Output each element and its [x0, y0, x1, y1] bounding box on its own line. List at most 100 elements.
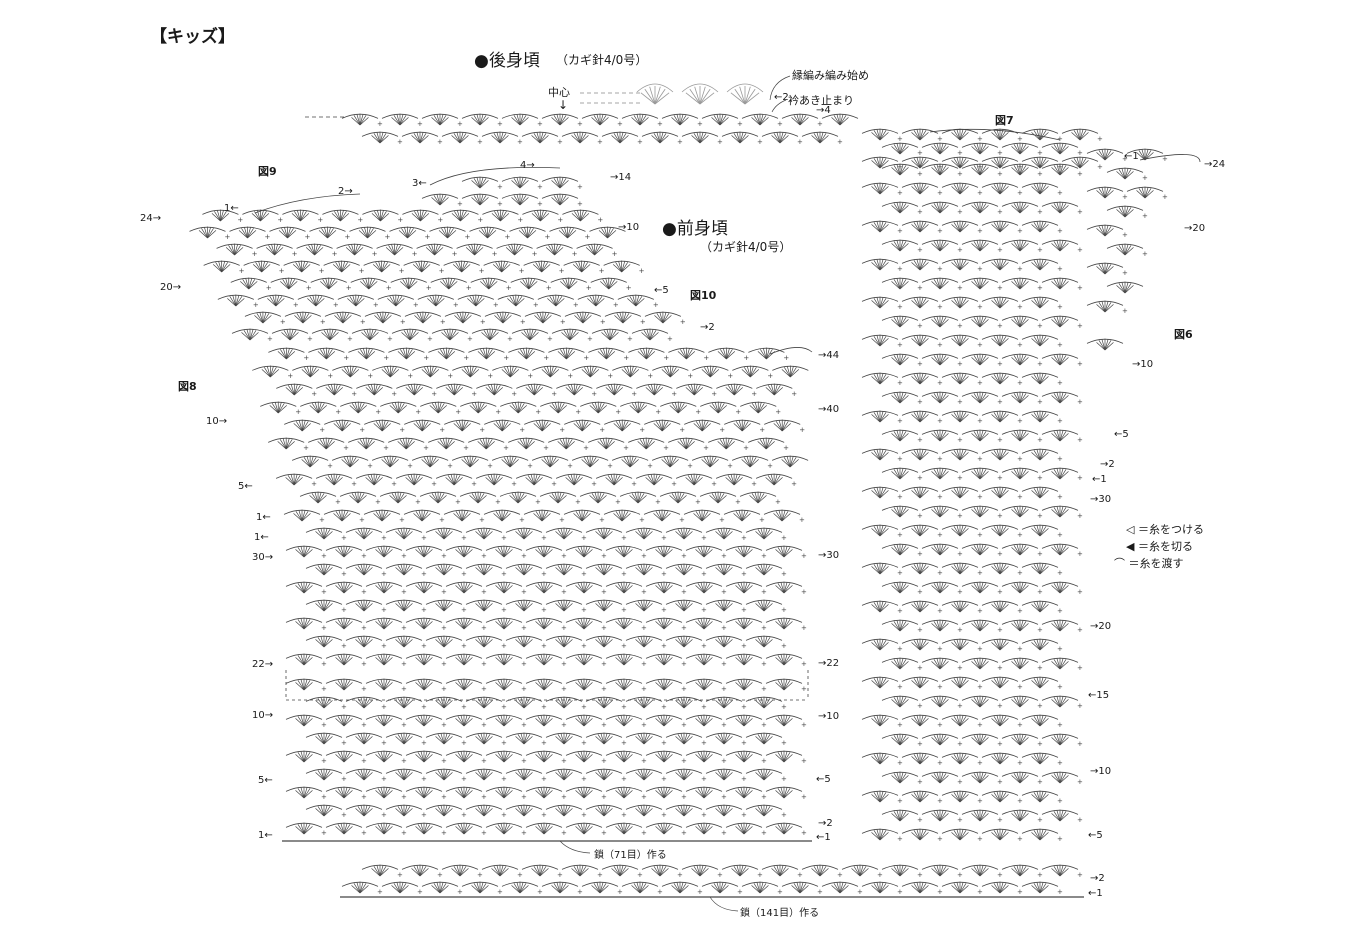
svg-text:+: +: [937, 135, 943, 143]
svg-text:+: +: [997, 702, 1003, 710]
svg-text:+: +: [657, 888, 663, 896]
svg-text:+: +: [681, 721, 687, 729]
svg-text:+: +: [1057, 303, 1063, 311]
svg-text:+: +: [937, 759, 943, 767]
svg-text:+: +: [487, 372, 493, 380]
svg-text:+: +: [977, 341, 983, 349]
svg-text:+: +: [597, 138, 603, 146]
svg-text:+: +: [957, 871, 963, 879]
svg-text:+: +: [681, 624, 687, 632]
svg-text:+: +: [977, 835, 983, 843]
svg-text:+: +: [561, 757, 567, 765]
svg-text:+: +: [581, 642, 587, 650]
svg-text:+: +: [551, 390, 557, 398]
svg-text:+: +: [495, 408, 501, 416]
svg-text:+: +: [1037, 702, 1043, 710]
svg-text:+: +: [767, 372, 773, 380]
svg-text:+: +: [781, 811, 787, 819]
svg-text:+: +: [997, 322, 1003, 330]
svg-text:+: +: [799, 516, 805, 524]
svg-text:+: +: [917, 550, 923, 558]
svg-text:+: +: [775, 408, 781, 416]
svg-text:+: +: [359, 426, 365, 434]
svg-text:+: +: [897, 759, 903, 767]
svg-text:+: +: [1017, 797, 1023, 805]
svg-text:+: +: [423, 444, 429, 452]
svg-text:+: +: [781, 606, 787, 614]
svg-text:+: +: [661, 642, 667, 650]
svg-text:+: +: [917, 208, 923, 216]
svg-text:+: +: [1037, 149, 1043, 157]
svg-text:+: +: [671, 480, 677, 488]
svg-text:+: +: [781, 775, 787, 783]
svg-text:+: +: [957, 246, 963, 254]
svg-text:+: +: [1017, 531, 1023, 539]
svg-text:+: +: [361, 757, 367, 765]
svg-text:+: +: [721, 793, 727, 801]
svg-text:+: +: [1142, 212, 1148, 220]
svg-text:+: +: [1057, 227, 1063, 235]
svg-text:+: +: [441, 624, 447, 632]
svg-text:+: +: [421, 642, 427, 650]
svg-text:+: +: [461, 570, 467, 578]
svg-text:+: +: [917, 512, 923, 520]
row-label: 5←: [258, 775, 273, 786]
fig6-label: 図6: [1174, 328, 1193, 341]
row-label: ←2: [774, 92, 789, 103]
svg-text:+: +: [495, 498, 501, 506]
svg-text:+: +: [401, 757, 407, 765]
row-label: →22: [818, 658, 840, 669]
svg-text:+: +: [581, 606, 587, 614]
svg-text:+: +: [477, 138, 483, 146]
svg-text:+: +: [661, 775, 667, 783]
svg-text:+: +: [581, 811, 587, 819]
svg-text:+: +: [437, 138, 443, 146]
svg-text:+: +: [1037, 816, 1043, 824]
svg-text:+: +: [801, 685, 807, 693]
svg-text:+: +: [441, 721, 447, 729]
svg-text:+: +: [997, 436, 1003, 444]
row-label: →10: [818, 711, 840, 722]
svg-text:+: +: [1077, 626, 1083, 634]
svg-text:+: +: [1097, 163, 1103, 171]
svg-text:+: +: [681, 588, 687, 596]
svg-text:+: +: [1017, 341, 1023, 349]
svg-text:+: +: [1017, 835, 1023, 843]
svg-text:+: +: [957, 208, 963, 216]
svg-text:+: +: [917, 588, 923, 596]
svg-text:+: +: [761, 721, 767, 729]
row-label: 30→: [252, 552, 274, 563]
svg-text:+: +: [381, 642, 387, 650]
svg-text:+: +: [1057, 888, 1063, 896]
svg-text:+: +: [541, 811, 547, 819]
svg-text:+: +: [1057, 135, 1063, 143]
row-label: 4→: [520, 160, 535, 171]
svg-text:+: +: [977, 227, 983, 235]
svg-text:+: +: [743, 444, 749, 452]
svg-text:+: +: [401, 624, 407, 632]
row-label: 1←: [254, 532, 269, 543]
svg-text:+: +: [1057, 645, 1063, 653]
svg-text:+: +: [637, 138, 643, 146]
svg-text:+: +: [767, 462, 773, 470]
svg-text:+: +: [997, 816, 1003, 824]
svg-text:+: +: [1037, 512, 1043, 520]
svg-text:+: +: [997, 664, 1003, 672]
svg-text:+: +: [421, 811, 427, 819]
svg-text:+: +: [897, 135, 903, 143]
svg-text:+: +: [361, 793, 367, 801]
svg-text:+: +: [977, 683, 983, 691]
svg-text:+: +: [1017, 721, 1023, 729]
svg-text:+: +: [655, 408, 661, 416]
svg-text:+: +: [375, 408, 381, 416]
svg-text:+: +: [321, 624, 327, 632]
svg-text:+: +: [655, 498, 661, 506]
svg-text:+: +: [957, 740, 963, 748]
svg-text:+: +: [937, 163, 943, 171]
svg-text:+: +: [439, 426, 445, 434]
svg-text:+: +: [1077, 512, 1083, 520]
svg-text:+: +: [381, 775, 387, 783]
svg-text:+: +: [359, 516, 365, 524]
svg-text:+: +: [761, 793, 767, 801]
svg-text:+: +: [321, 757, 327, 765]
